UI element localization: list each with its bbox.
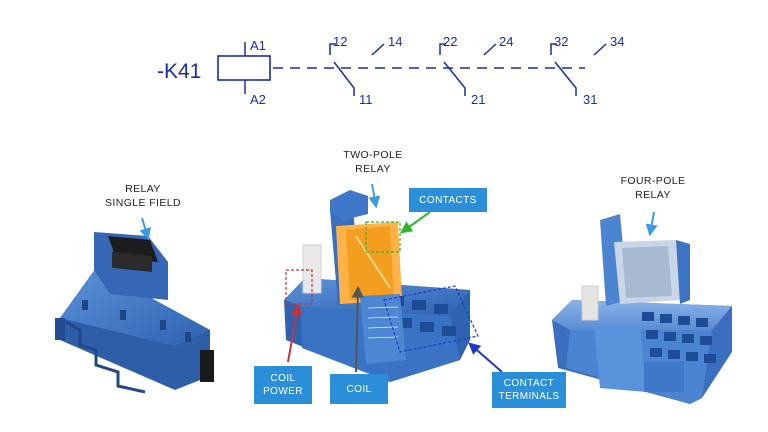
relay-designator: -K41 bbox=[157, 60, 201, 83]
coil-power-callout: COIL POWER bbox=[254, 366, 312, 404]
coil-power-arrow bbox=[287, 303, 303, 363]
contact-2-terminal-no: 24 bbox=[499, 34, 513, 49]
caption-line: RELAY bbox=[125, 183, 161, 195]
callout-label: CONTACTS bbox=[419, 194, 477, 206]
contact-1-terminal-no: 14 bbox=[388, 34, 402, 49]
contact-1-terminal-nc: 12 bbox=[333, 34, 347, 49]
callout-label: POWER bbox=[263, 386, 303, 397]
caption-line: TWO-POLE bbox=[343, 149, 403, 161]
contact-terminals-callout: CONTACT TERMINALS bbox=[492, 372, 566, 408]
callout-label: CONTACT bbox=[503, 378, 555, 389]
two-pole-pointer-arrow bbox=[368, 183, 381, 209]
contacts-arrow bbox=[400, 211, 431, 234]
two-pole-relay-caption: TWO-POLE RELAY bbox=[318, 148, 428, 176]
relay-schematic: -K41 A1 A2 12 14 11 22 24 21 bbox=[157, 34, 624, 107]
single-field-pointer-arrow bbox=[139, 217, 151, 241]
coil-arrow bbox=[351, 285, 364, 373]
contact-3-terminal-no: 34 bbox=[610, 34, 624, 49]
callout-label: TERMINALS bbox=[498, 391, 560, 402]
contact-set-3: 32 34 31 bbox=[550, 34, 624, 107]
contacts-highlight bbox=[365, 221, 401, 253]
contact-2-terminal-common: 21 bbox=[471, 92, 485, 107]
caption-line: RELAY bbox=[635, 189, 671, 201]
contact-2-terminal-nc: 22 bbox=[443, 34, 457, 49]
caption-line: FOUR-POLE bbox=[620, 175, 686, 187]
four-pole-pointer-arrow bbox=[645, 211, 658, 237]
contact-3-terminal-common: 31 bbox=[583, 92, 597, 107]
callout-label: COIL bbox=[346, 383, 372, 395]
contact-set-1: 12 14 11 bbox=[329, 34, 402, 107]
callout-label: COIL bbox=[270, 373, 296, 384]
coil-terminal-a2: A2 bbox=[250, 92, 266, 107]
caption-line: SINGLE FIELD bbox=[105, 197, 181, 209]
contact-3-terminal-nc: 32 bbox=[554, 34, 568, 49]
coil-callout: COIL bbox=[330, 374, 388, 404]
coil-symbol bbox=[217, 55, 271, 81]
two-pole-relay-illustration bbox=[284, 190, 479, 382]
contact-terminals-arrow bbox=[468, 342, 503, 373]
caption-line: RELAY bbox=[355, 163, 391, 175]
single-field-relay-caption: RELAY SINGLE FIELD bbox=[88, 182, 198, 210]
contacts-callout: CONTACTS bbox=[409, 188, 487, 212]
single-field-relay-illustration bbox=[55, 232, 214, 394]
contact-1-terminal-common: 11 bbox=[359, 92, 373, 107]
coil-terminal-a1: A1 bbox=[250, 38, 266, 53]
contact-set-2: 22 24 21 bbox=[439, 34, 513, 107]
contact-terminals-highlight bbox=[383, 285, 479, 353]
four-pole-relay-caption: FOUR-POLE RELAY bbox=[598, 174, 708, 202]
four-pole-relay-illustration bbox=[552, 214, 732, 404]
